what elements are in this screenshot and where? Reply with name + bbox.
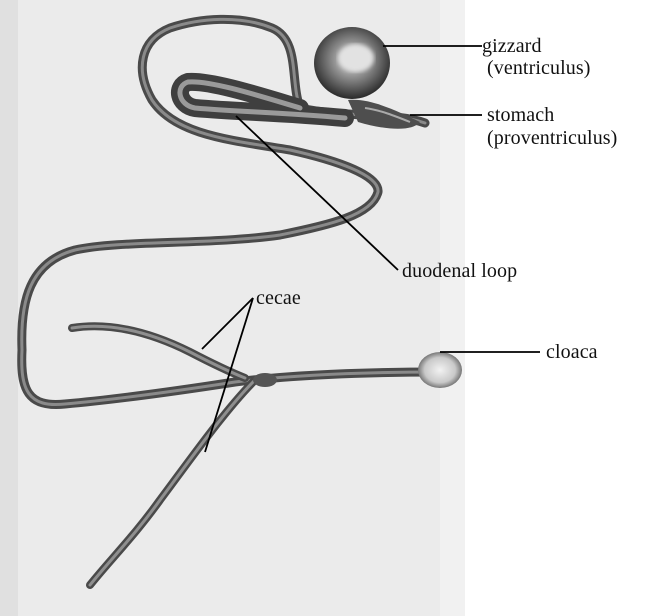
stomach-label: stomach [487, 104, 554, 126]
stomach-alt-label: (proventriculus) [487, 127, 617, 149]
cloaca-label: cloaca [546, 341, 598, 363]
cloaca-organ [418, 352, 462, 388]
duodenal-loop-label: duodenal loop [402, 260, 517, 282]
cecae-label: cecae [256, 287, 301, 309]
gizzard-label: gizzard [482, 35, 542, 57]
gizzard-organ [314, 27, 390, 99]
gizzard-alt-label: (ventriculus) [487, 57, 591, 79]
